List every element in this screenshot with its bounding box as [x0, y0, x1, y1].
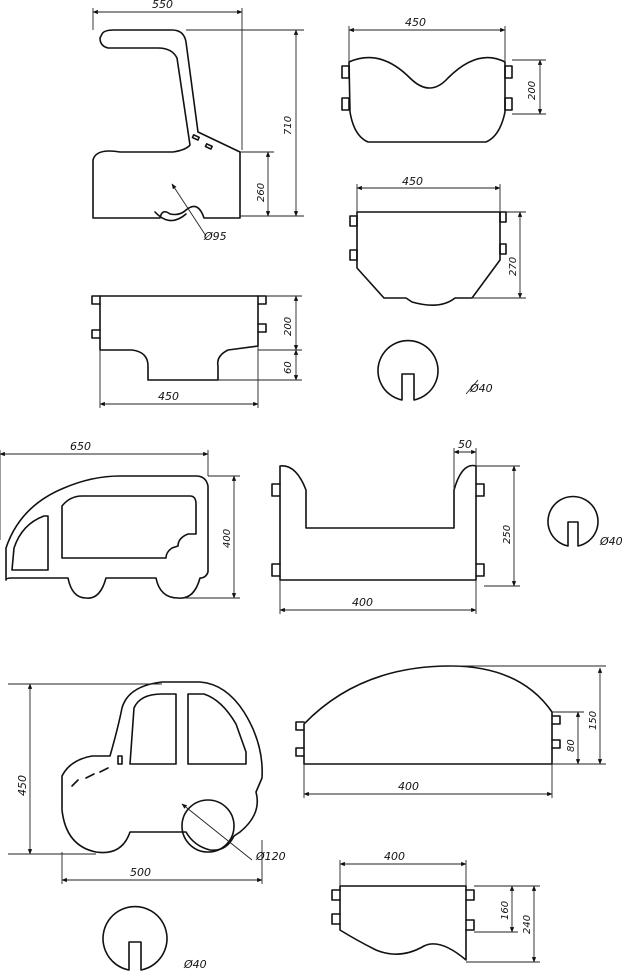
- part-trapezoid-panel: 450 270: [349, 175, 526, 306]
- dim-p1-lower: 260: [256, 183, 267, 202]
- part-wheel-3: Ø40: [102, 905, 207, 971]
- part-bus-side-panel: 550 710 260 Ø95: [92, 0, 304, 243]
- dim-p3-height: 270: [508, 257, 519, 276]
- dim-p4-lower: 60: [283, 361, 294, 374]
- part-dome-panel: 400 80 150: [295, 665, 606, 798]
- dim-p10-total: 150: [588, 711, 599, 730]
- dim-p7-thickness: 50: [458, 438, 472, 451]
- dim-p1-height: 710: [283, 116, 294, 135]
- dim-p4-upper: 200: [283, 317, 294, 336]
- dim-p7-height: 250: [502, 525, 513, 544]
- dim-p6-height: 400: [222, 529, 233, 548]
- dim-p3-width: 450: [402, 175, 423, 188]
- part-wheel-2: Ø40: [547, 495, 623, 548]
- dim-p7-width: 400: [352, 596, 373, 609]
- dim-p12-diameter: Ø40: [183, 958, 207, 971]
- dim-p11-lower: 160: [500, 901, 511, 920]
- dim-p2-height: 200: [527, 81, 538, 100]
- part-wheel-1: Ø40: [377, 339, 493, 401]
- dim-p4-width: 450: [158, 390, 179, 403]
- dim-p6-width: 650: [70, 440, 91, 453]
- dim-p11-total: 240: [522, 915, 533, 934]
- dim-p1-diameter: Ø95: [203, 230, 227, 243]
- dim-p1-width: 550: [152, 0, 173, 11]
- dim-p10-width: 400: [398, 780, 419, 793]
- part-seat-panel: 450 200 60: [91, 295, 302, 408]
- part-van-side-panel: 650 400: [0, 440, 240, 599]
- dim-p9-diameter: Ø120: [255, 850, 286, 863]
- dim-p8-diameter: Ø40: [599, 535, 623, 548]
- dim-p9-height: 450: [16, 775, 29, 796]
- part-bottom-panel: 400 160 240: [331, 850, 540, 963]
- dim-p10-lower: 80: [566, 739, 577, 752]
- dim-p5-diameter: Ø40: [469, 382, 493, 395]
- part-curved-panel: 450 200: [341, 16, 546, 143]
- dim-p11-width: 400: [384, 850, 405, 863]
- dim-p2-width: 450: [405, 16, 426, 29]
- part-u-panel: 50 400 250: [271, 438, 520, 614]
- part-car-side-panel: Ø120 450 Ø120 500: [8, 681, 286, 884]
- dim-p9-width-label: 500: [130, 866, 151, 879]
